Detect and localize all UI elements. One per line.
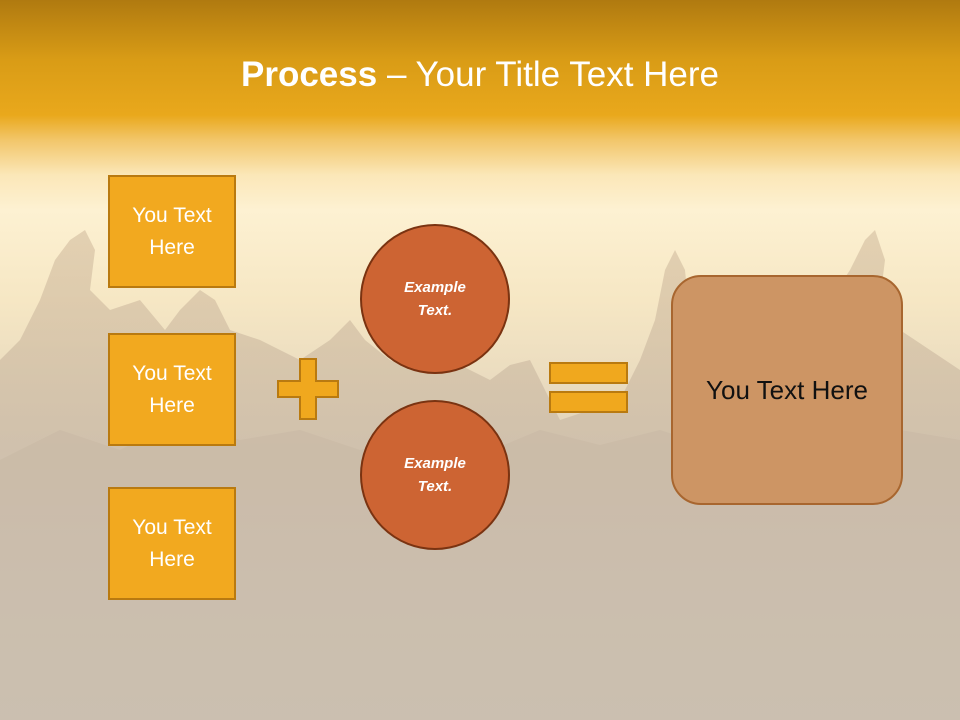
example-circle-2[interactable]: Example Text. [360,400,510,550]
text-box-3[interactable]: You Text Here [108,487,236,600]
result-box-label: You Text Here [706,374,868,405]
title-dash: – [377,55,416,94]
text-box-2-label: You Text Here [132,361,212,417]
text-box-2[interactable]: You Text Here [108,333,236,446]
text-box-3-label: You Text Here [132,515,212,571]
equals-icon [549,362,628,413]
title-rest: Your Title Text Here [415,55,720,94]
slide-title: Process – Your Title Text Here [0,52,960,98]
text-box-1-label: You Text Here [132,203,212,259]
plus-icon [277,358,339,420]
example-circle-1[interactable]: Example Text. [360,224,510,374]
title-bold: Process [241,55,378,94]
example-circle-2-label: Example Text. [404,455,466,495]
result-box[interactable]: You Text Here [671,275,903,505]
example-circle-1-label: Example Text. [404,279,466,319]
text-box-1[interactable]: You Text Here [108,175,236,288]
